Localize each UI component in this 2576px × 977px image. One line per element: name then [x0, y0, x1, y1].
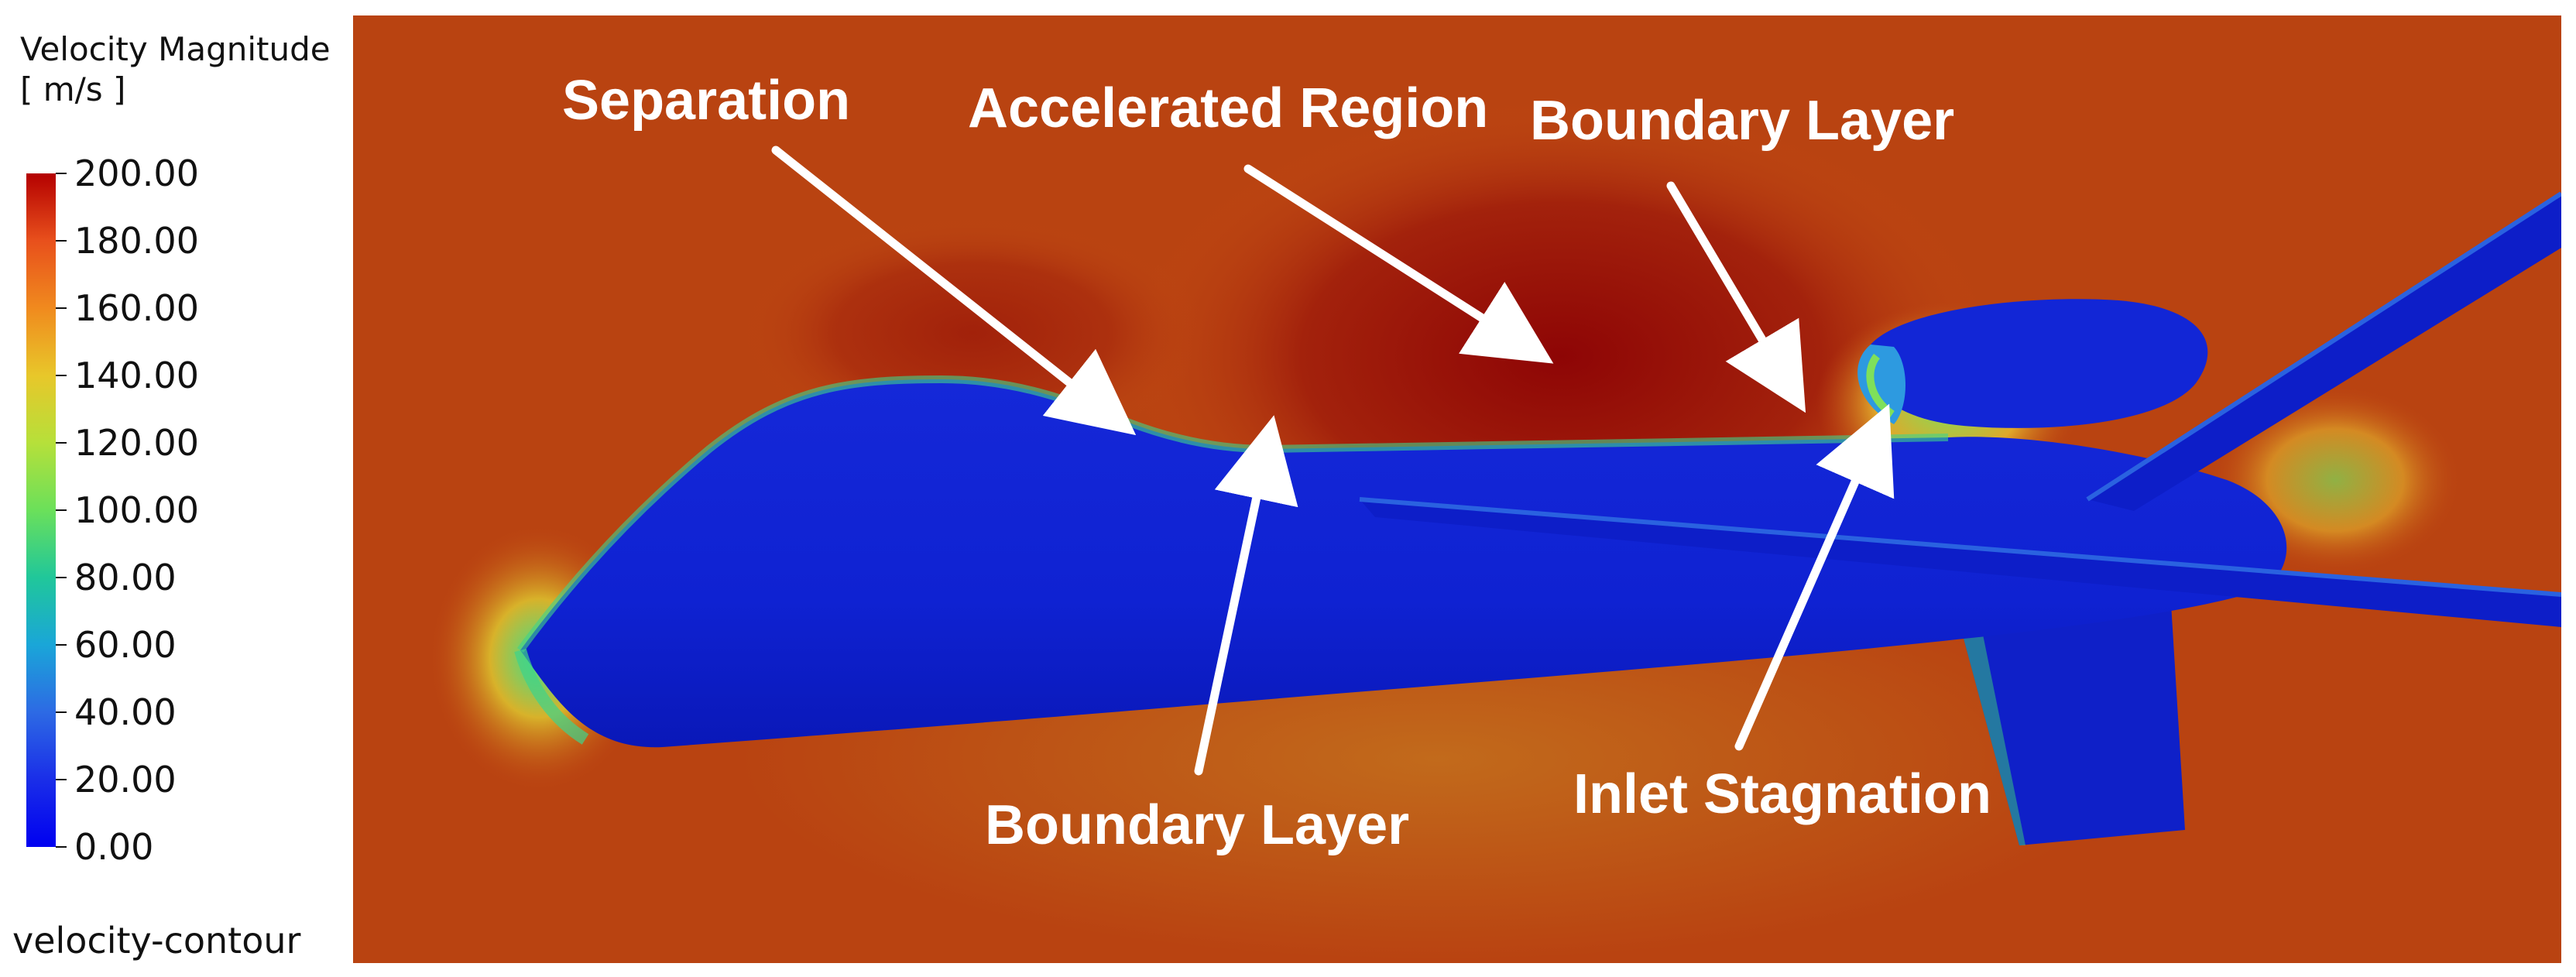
ventral-fin-edge — [1957, 615, 2025, 845]
separation-label: Separation — [562, 70, 850, 132]
v-tail-leading-edge — [2086, 191, 2561, 502]
velocity-contour-view: Separation Accelerated Region Boundary L… — [353, 15, 2561, 963]
color-scale-tick-mark — [56, 644, 67, 646]
color-scale-tick-mark — [56, 509, 67, 511]
color-scale-tick-label: 180.00 — [74, 220, 199, 262]
color-scale-tick-mark — [56, 240, 67, 242]
legend-title-quantity: Velocity Magnitude — [20, 30, 331, 68]
contour-name-label: velocity-contour — [12, 920, 301, 962]
color-scale-tick-label: 140.00 — [74, 355, 199, 396]
accelerated-region-label: Accelerated Region — [968, 77, 1488, 139]
color-scale-tick-label: 60.00 — [74, 624, 177, 666]
color-scale-tick-mark — [56, 577, 67, 578]
nose-stagnation-edge — [514, 648, 589, 745]
boundary-layer-bottom-arrow — [1194, 415, 1298, 776]
accelerated-region-arrow — [1243, 164, 1554, 364]
annotation-arrows — [771, 146, 1895, 776]
color-scale-tick-label: 0.00 — [74, 826, 154, 868]
engine-nacelle — [1867, 299, 2208, 428]
color-scale-tick-mark — [56, 442, 67, 444]
contour-canvas: Separation Accelerated Region Boundary L… — [353, 15, 2561, 963]
v-tail-stabilizer — [2087, 194, 2561, 511]
main-wing — [1360, 499, 2561, 627]
color-scale-tick-label: 20.00 — [74, 759, 177, 800]
color-scale-tick-label: 80.00 — [74, 557, 177, 598]
color-scale-tick-label: 100.00 — [74, 489, 199, 531]
ventral-fin — [1957, 604, 2185, 845]
color-scale-tick-mark — [56, 846, 67, 848]
boundary-layer-top-arrow — [1666, 181, 1806, 413]
legend-title-unit: [ m/s ] — [20, 70, 126, 108]
color-scale-tick-label: 200.00 — [74, 153, 199, 194]
boundary-layer-bottom-label: Boundary Layer — [985, 794, 1409, 856]
boundary-layer-edge — [516, 375, 1949, 653]
boundary-layer-top-label: Boundary Layer — [1530, 90, 1954, 152]
inlet-stagnation-arrow — [1734, 403, 1895, 751]
legend-title: Velocity Magnitude [ m/s ] — [20, 29, 331, 110]
color-scale-tick-label: 40.00 — [74, 691, 177, 733]
main-wing-leading-edge — [1359, 497, 2561, 597]
color-scale-bar — [26, 173, 56, 847]
color-scale-tick-mark — [56, 711, 67, 713]
color-scale-tick-mark — [56, 779, 67, 780]
color-scale-tick-label: 120.00 — [74, 422, 199, 464]
separation-arrow — [771, 146, 1137, 436]
color-scale-tick-mark — [56, 307, 67, 309]
color-scale-tick-mark — [56, 173, 67, 174]
color-scale-tick-mark — [56, 375, 67, 376]
inlet-stagnation-label: Inlet Stagnation — [1573, 763, 1991, 825]
color-scale-tick-label: 160.00 — [74, 287, 199, 329]
